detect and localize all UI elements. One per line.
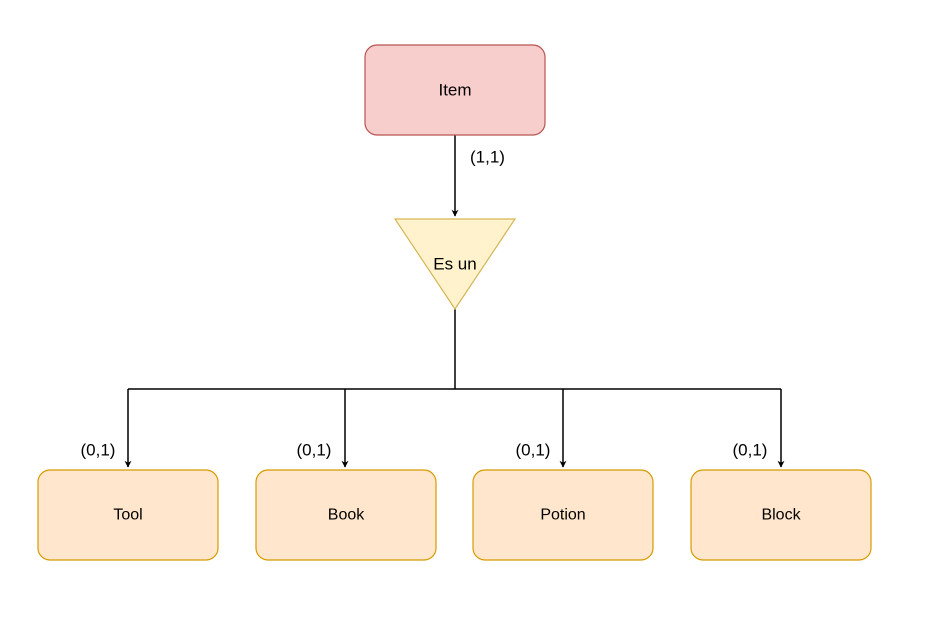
entity-book-label: Book xyxy=(328,507,365,524)
entity-item-box xyxy=(364,44,546,136)
entity-tool-box xyxy=(37,469,219,561)
entity-item[interactable]: Item xyxy=(364,44,546,136)
isa-label: Es un xyxy=(433,255,476,274)
entity-block[interactable]: Block xyxy=(690,469,872,561)
cardinality-tool: (0,1) xyxy=(81,441,116,460)
cardinality-potion: (0,1) xyxy=(516,441,551,460)
cardinality-book: (0,1) xyxy=(297,441,332,460)
entity-potion[interactable]: Potion xyxy=(472,469,654,561)
entity-block-label: Block xyxy=(761,507,801,524)
connectors xyxy=(124,135,785,468)
entity-potion-label: Potion xyxy=(540,507,585,524)
cardinality-item: (1,1) xyxy=(470,148,505,167)
entity-block-box xyxy=(690,469,872,561)
entity-book-box xyxy=(255,469,437,561)
isa-triangle-shape xyxy=(393,218,517,311)
entity-book[interactable]: Book xyxy=(255,469,437,561)
cardinality-block: (0,1) xyxy=(733,441,768,460)
entity-tool[interactable]: Tool xyxy=(37,469,219,561)
isa-triangle[interactable]: Es un xyxy=(393,218,517,311)
entity-tool-label: Tool xyxy=(113,507,142,524)
entity-potion-box xyxy=(472,469,654,561)
entity-item-label: Item xyxy=(438,81,471,100)
